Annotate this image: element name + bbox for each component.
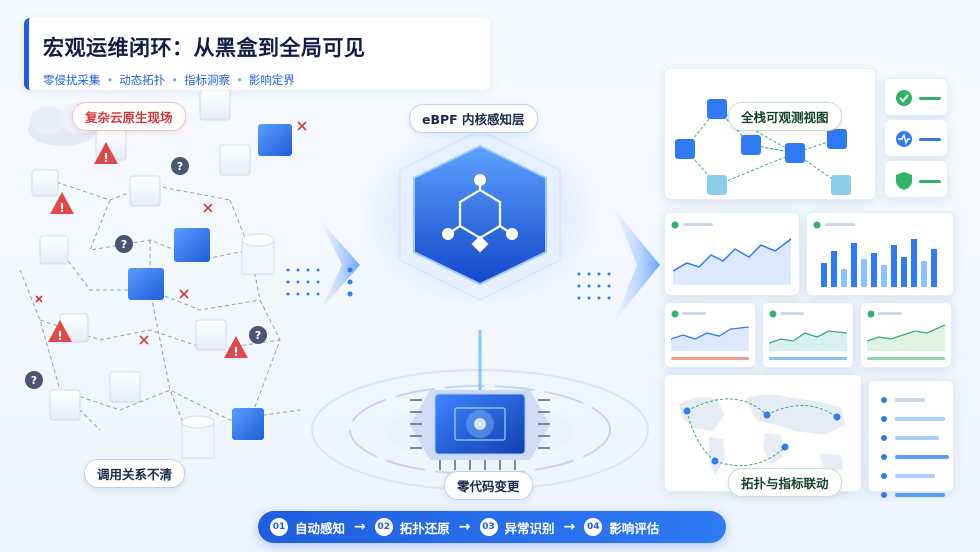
step-number: 01 bbox=[270, 518, 288, 536]
subtitle-item: 动态拓扑 bbox=[119, 73, 166, 87]
flow-step-impact-assessment: 04 影响评估 bbox=[584, 518, 659, 537]
arrow-right-icon: → bbox=[354, 519, 366, 535]
legend-panel bbox=[868, 380, 954, 498]
metric-mini-panel-3 bbox=[860, 302, 952, 368]
flow-step-auto-perception: 01 自动感知 bbox=[270, 518, 345, 537]
step-label: 自动感知 bbox=[295, 520, 346, 536]
status-tile-pulse bbox=[884, 119, 948, 157]
step-label: 拓扑还原 bbox=[399, 520, 450, 536]
subtitle-item: 指标洞察 bbox=[184, 73, 231, 87]
svg-text:!: ! bbox=[59, 201, 64, 215]
legend-dot bbox=[881, 454, 887, 460]
legend-dot bbox=[881, 473, 887, 479]
flow-arrow-left bbox=[286, 220, 360, 310]
svg-text:?: ? bbox=[31, 374, 37, 387]
label-full-stack-view: 全栈可观测视图 bbox=[728, 102, 842, 131]
legend-dot bbox=[881, 492, 887, 498]
svg-text:?: ? bbox=[121, 238, 127, 251]
status-tile-shield bbox=[884, 160, 948, 198]
warning-icon: ! ! ! ! bbox=[48, 142, 248, 359]
check-icon bbox=[896, 90, 941, 106]
line-chart-icon bbox=[671, 221, 792, 285]
legend-row bbox=[881, 431, 953, 445]
cube-icon bbox=[31, 90, 251, 421]
step-label: 影响评估 bbox=[609, 520, 660, 536]
label-topology-metric-linkage: 拓扑与指标联动 bbox=[728, 468, 842, 497]
step-number: 02 bbox=[374, 518, 393, 536]
flow-step-anomaly-detection: 03 异常识别 bbox=[479, 518, 555, 537]
status-tile-ok bbox=[884, 78, 948, 116]
topology-graph bbox=[675, 99, 851, 195]
svg-text:!: ! bbox=[233, 345, 238, 359]
svg-text:!: ! bbox=[103, 151, 108, 165]
metric-mini-panel-2 bbox=[762, 302, 854, 368]
svg-text:!: ! bbox=[57, 329, 62, 343]
label-unclear-call-relations: 调用关系不清 bbox=[84, 459, 186, 488]
pulse-icon bbox=[896, 131, 941, 147]
legend-row bbox=[881, 450, 953, 464]
label-ebpf-kernel-layer: eBPF 内核感知层 bbox=[409, 104, 538, 133]
title-card: 宏观运维闭环：从黑盒到全局可见 零侵扰采集•动态拓扑•指标洞察•影响定界 bbox=[24, 18, 490, 90]
step-number: 04 bbox=[584, 518, 603, 536]
error-x-icon bbox=[35, 121, 307, 345]
legend-dot bbox=[881, 416, 887, 422]
label-zero-code-change: 零代码变更 bbox=[444, 471, 533, 500]
process-flow-bar: 01 自动感知 → 02 拓扑还原 → 03 异常识别 → 04 影响评估 bbox=[258, 511, 726, 543]
ebpf-layer-illustration bbox=[399, 40, 561, 301]
cube-icon bbox=[675, 99, 851, 195]
svg-text:?: ? bbox=[177, 160, 183, 173]
world-map-icon bbox=[679, 394, 845, 475]
metric-mini-panel-1 bbox=[664, 302, 756, 368]
bar-chart-icon bbox=[813, 221, 937, 287]
legend-row bbox=[881, 488, 953, 502]
step-label: 异常识别 bbox=[504, 520, 555, 536]
metric-bar-chart-panel bbox=[806, 212, 954, 296]
subtitle-item: 影响定界 bbox=[248, 73, 295, 87]
container-icon bbox=[128, 124, 292, 440]
arrow-right-icon: → bbox=[458, 519, 471, 535]
shield-icon bbox=[896, 172, 941, 190]
step-number: 03 bbox=[479, 518, 498, 536]
flow-step-topology-restore: 02 拓扑还原 bbox=[374, 518, 450, 537]
svg-text:?: ? bbox=[255, 329, 261, 342]
legend-row bbox=[881, 393, 953, 407]
label-complex-cloud-native: 复杂云原生现场 bbox=[72, 102, 186, 131]
legend-dot bbox=[881, 397, 887, 403]
metric-line-chart-panel bbox=[664, 212, 800, 296]
arrow-right-icon: → bbox=[563, 519, 576, 535]
database-icon bbox=[181, 233, 275, 459]
legend-dot bbox=[881, 435, 887, 441]
flow-arrow-right bbox=[577, 210, 660, 320]
question-icon: ? ? ? ? bbox=[25, 157, 267, 389]
legend-row bbox=[881, 412, 953, 426]
subtitle-item: 零侵扰采集 bbox=[43, 73, 101, 87]
topology-panel bbox=[664, 68, 876, 200]
legend-row bbox=[881, 469, 953, 483]
hexagon-network-icon bbox=[413, 144, 547, 286]
page-title: 宏观运维闭环：从黑盒到全局可见 bbox=[43, 36, 366, 60]
subtitle: 零侵扰采集•动态拓扑•指标洞察•影响定界 bbox=[43, 73, 295, 87]
